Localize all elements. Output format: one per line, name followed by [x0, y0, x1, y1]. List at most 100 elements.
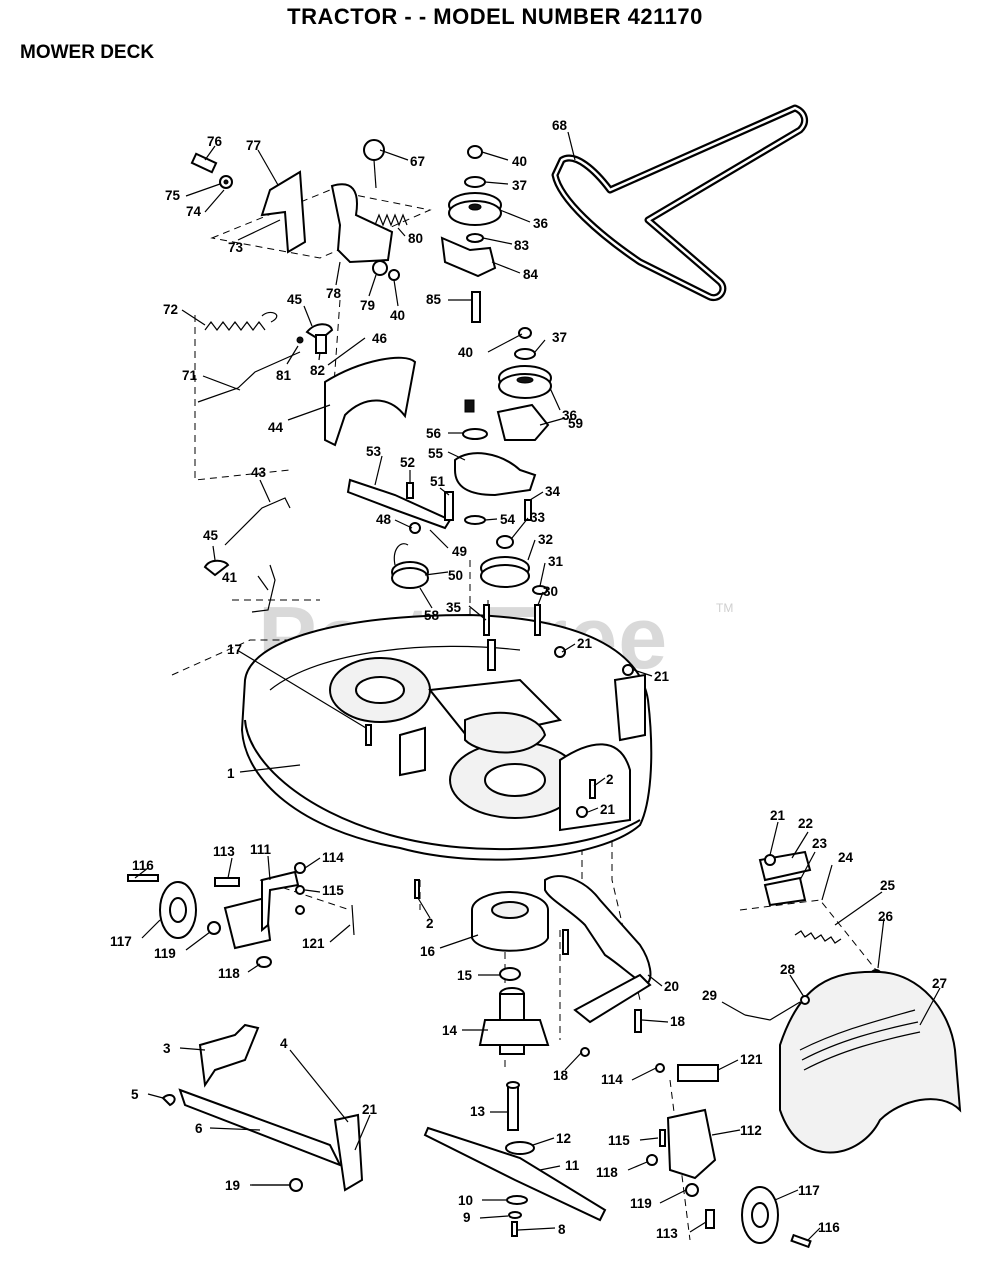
- part-callouts: 76 77 75 74 73 67 80 78 79 40 40 37 36 8…: [110, 118, 947, 1241]
- callout-6: 6: [195, 1121, 203, 1136]
- callout-76: 76: [207, 134, 223, 149]
- callout-115: 115: [322, 883, 344, 898]
- left-gauge-wheel-assembly: [127, 862, 355, 968]
- leader-lines: [134, 131, 941, 1241]
- callout-4: 4: [280, 1036, 288, 1051]
- callout-112: 112: [740, 1123, 762, 1138]
- callout-23: 23: [812, 836, 828, 851]
- callout-41: 41: [222, 570, 238, 585]
- callout-30: 30: [543, 584, 558, 599]
- mower-deck-shell: [240, 613, 653, 861]
- callout-114: 114: [322, 850, 344, 865]
- lower-spindle-parts: [414, 875, 652, 1237]
- callout-83: 83: [514, 238, 530, 253]
- callout-55: 55: [428, 446, 444, 461]
- callout-82: 82: [310, 363, 325, 378]
- callout-9: 9: [463, 1210, 471, 1225]
- callout-44: 44: [268, 420, 284, 435]
- callout-68: 68: [552, 118, 568, 133]
- callout-34: 34: [545, 484, 561, 499]
- callout-22: 22: [798, 816, 813, 831]
- callout-16: 16: [420, 944, 436, 959]
- callout-12: 12: [556, 1131, 571, 1146]
- callout-53: 53: [366, 444, 382, 459]
- callout-43: 43: [251, 465, 267, 480]
- callout-3: 3: [163, 1041, 171, 1056]
- drive-belt: [551, 104, 809, 301]
- callout-21: 21: [577, 636, 593, 651]
- callout-21: 21: [362, 1102, 378, 1117]
- callout-1: 1: [227, 766, 235, 781]
- callout-20: 20: [664, 979, 679, 994]
- page-title: TRACTOR - - MODEL NUMBER 421170: [287, 4, 703, 29]
- callout-116: 116: [132, 858, 154, 873]
- callout-115: 115: [608, 1133, 630, 1148]
- callout-36: 36: [533, 216, 549, 231]
- callout-121: 121: [302, 936, 325, 951]
- lower-left-linkage: [161, 1023, 364, 1192]
- callout-19: 19: [225, 1178, 240, 1193]
- callout-2: 2: [606, 772, 614, 787]
- callout-46: 46: [372, 331, 388, 346]
- callout-59: 59: [568, 416, 583, 431]
- callout-75: 75: [165, 188, 181, 203]
- callout-40: 40: [458, 345, 473, 360]
- callout-78: 78: [326, 286, 342, 301]
- callout-21: 21: [600, 802, 616, 817]
- center-pulley-parts: [203, 145, 634, 818]
- callout-85: 85: [426, 292, 442, 307]
- callout-40: 40: [512, 154, 527, 169]
- callout-49: 49: [452, 544, 467, 559]
- callout-21: 21: [770, 808, 786, 823]
- callout-32: 32: [538, 532, 553, 547]
- callout-50: 50: [448, 568, 463, 583]
- callout-81: 81: [276, 368, 292, 383]
- callout-17: 17: [227, 642, 242, 657]
- callout-113: 113: [656, 1226, 678, 1241]
- callout-11: 11: [565, 1158, 580, 1173]
- callout-36: 36: [562, 408, 578, 423]
- callout-77: 77: [246, 138, 261, 153]
- callout-119: 119: [630, 1196, 652, 1211]
- callout-111: 111: [250, 842, 272, 857]
- callout-56: 56: [426, 426, 442, 441]
- callout-121: 121: [740, 1052, 763, 1067]
- callout-73: 73: [228, 240, 244, 255]
- callout-52: 52: [400, 455, 415, 470]
- callout-45: 45: [203, 528, 219, 543]
- callout-33: 33: [530, 510, 546, 525]
- callout-117: 117: [798, 1183, 820, 1198]
- callout-28: 28: [780, 962, 796, 977]
- callout-51: 51: [430, 474, 446, 489]
- right-gauge-wheel-and-chute: [646, 850, 962, 1249]
- callout-80: 80: [408, 231, 423, 246]
- callout-72: 72: [163, 302, 178, 317]
- callout-37: 37: [552, 330, 567, 345]
- callout-119: 119: [154, 946, 176, 961]
- callout-18: 18: [670, 1014, 686, 1029]
- upper-linkage-parts: [190, 139, 417, 447]
- callout-54: 54: [500, 512, 516, 527]
- callout-21: 21: [654, 669, 670, 684]
- callout-8: 8: [558, 1222, 566, 1237]
- callout-13: 13: [470, 1104, 486, 1119]
- callout-14: 14: [442, 1023, 458, 1038]
- callout-45: 45: [287, 292, 303, 307]
- callout-5: 5: [131, 1087, 139, 1102]
- callout-84: 84: [523, 267, 539, 282]
- callout-114: 114: [601, 1072, 623, 1087]
- callout-48: 48: [376, 512, 392, 527]
- callout-71: 71: [182, 368, 198, 383]
- callout-58: 58: [424, 608, 440, 623]
- callout-118: 118: [596, 1165, 618, 1180]
- callout-24: 24: [838, 850, 854, 865]
- callout-117: 117: [110, 934, 132, 949]
- callout-37: 37: [512, 178, 527, 193]
- section-title: MOWER DECK: [20, 42, 155, 63]
- callout-10: 10: [458, 1193, 473, 1208]
- callout-26: 26: [878, 909, 894, 924]
- callout-18: 18: [553, 1068, 569, 1083]
- callout-40: 40: [390, 308, 405, 323]
- callout-67: 67: [410, 154, 425, 169]
